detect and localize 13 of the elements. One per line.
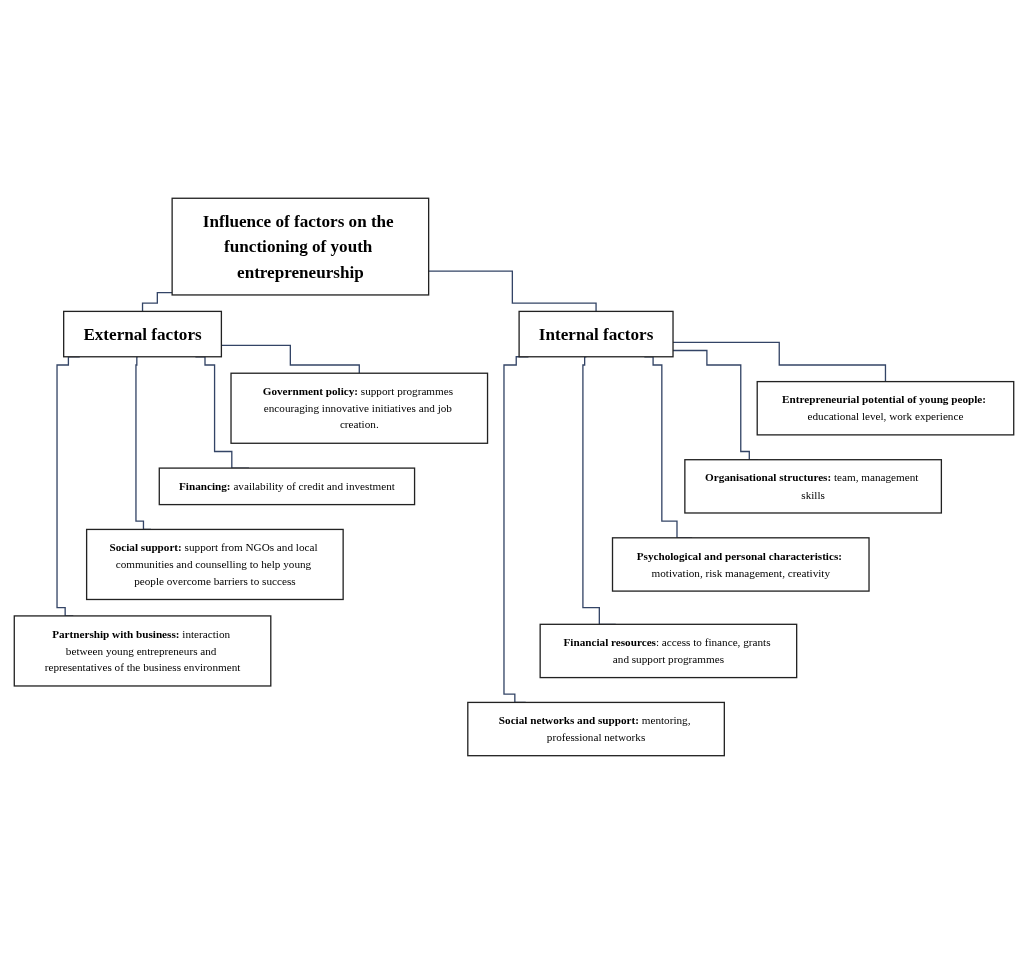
node-box: Influence of factors on the functioning of youth entrepreneurship <box>170 197 429 296</box>
node-box: Financial resources: access to finance, grants and support programmes <box>539 623 797 678</box>
node-box: Partnership with business: interaction between young entrepreneurs and representatives of the business environment <box>13 614 271 687</box>
node-box: Internal factors <box>517 310 674 357</box>
node-box: Entrepreneurial potential of young people: educational level, work experience <box>756 380 1014 436</box>
node-box: Organisational structures: team, management skills <box>683 458 942 514</box>
node-box: Social support: support from NGOs and local communities and counselling to help young people overcome barriers to success <box>85 528 344 600</box>
node-box: Social networks and support: mentoring, professional networks <box>466 701 725 756</box>
node-box: Financing: availability of credit and investment <box>158 466 415 505</box>
connector <box>220 344 360 374</box>
node-box: External factors <box>62 310 222 357</box>
node-box: Psychological and personal characteristics: motivation, risk management, creativity <box>611 536 870 592</box>
node-box: Government policy: support programmes encouraging innovative initiatives and job creation. <box>229 372 488 444</box>
